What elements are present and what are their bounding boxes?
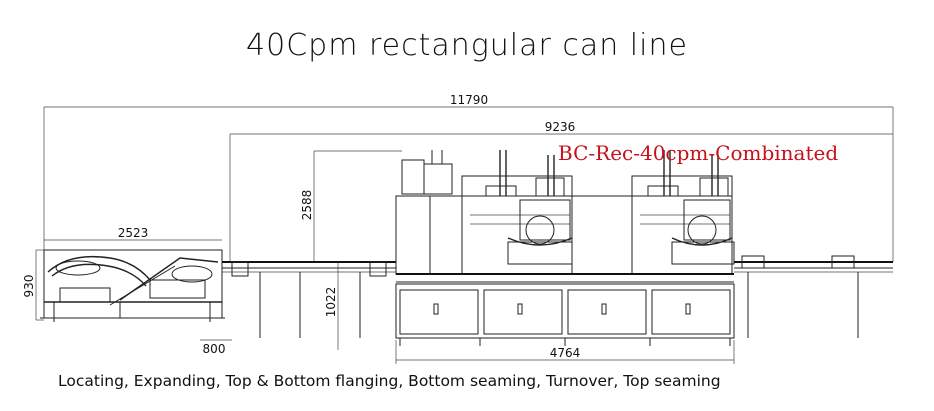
dim-label-base: 800 — [203, 342, 226, 356]
dimension-infeed-height: 930 — [22, 249, 44, 321]
model-label: BC-Rec-40cpm-Combinated — [558, 141, 838, 165]
caption: Locating, Expanding, Top & Bottom flangi… — [58, 372, 721, 390]
dim-label-infeed-height: 930 — [22, 275, 36, 298]
dimension-main-height: 2588 — [300, 150, 402, 262]
right-conveyor — [734, 255, 893, 338]
main-machine — [395, 150, 735, 346]
dimension-infeed-length: 2523 — [44, 226, 222, 241]
infeed-unit — [40, 249, 225, 322]
dim-label-infeed: 2523 — [118, 226, 149, 240]
dim-label-overall: 11790 — [450, 93, 488, 107]
dimension-main-length: 9236 — [229, 120, 893, 262]
dim-label-table-height: 1022 — [324, 287, 338, 318]
dimension-base-offset: 800 — [200, 339, 232, 356]
dimension-cabinet-length: 4764 — [395, 340, 735, 364]
dim-label-cabinet: 4764 — [550, 346, 581, 360]
dimension-overall-length: 11790 — [43, 93, 894, 262]
left-conveyor — [222, 261, 396, 338]
dim-label-main: 9236 — [545, 120, 576, 134]
page-title: 40Cpm rectangular can line — [246, 28, 688, 63]
dim-label-height: 2588 — [300, 190, 314, 221]
